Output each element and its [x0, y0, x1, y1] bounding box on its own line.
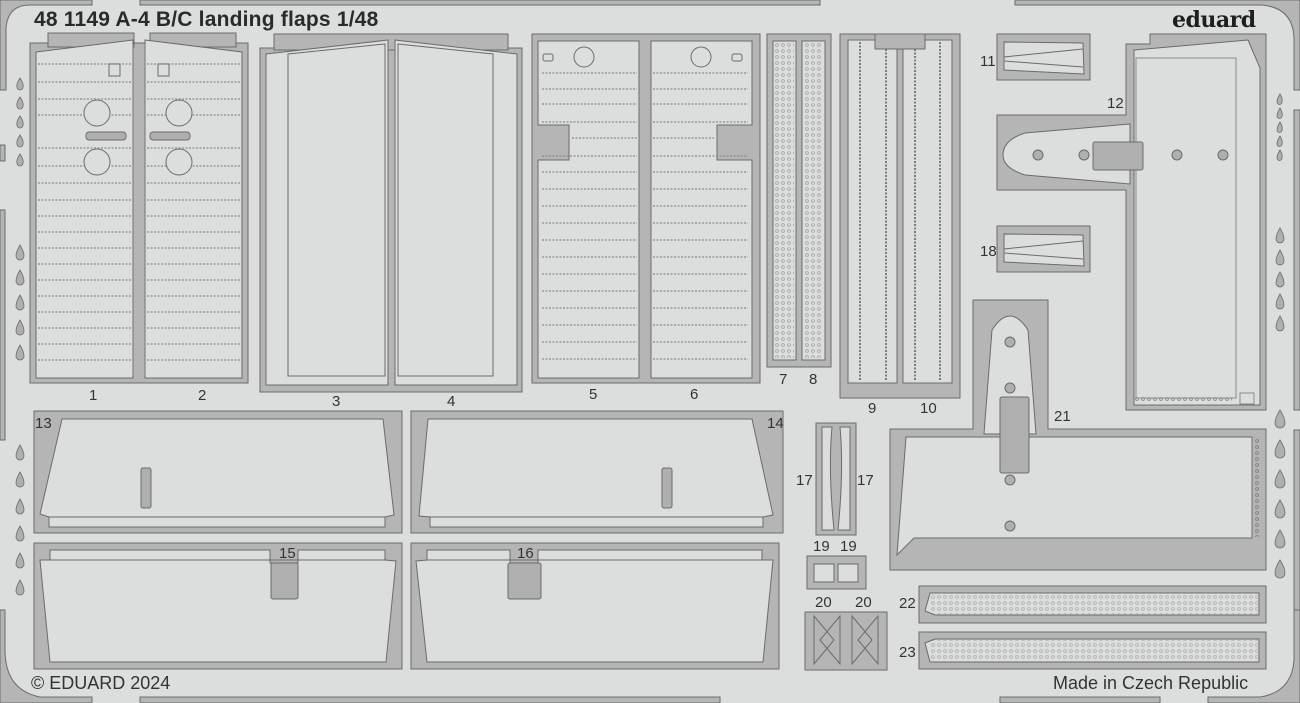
origin-text: Made in Czech Republic [1053, 673, 1249, 693]
part-label-20-right: 20 [855, 594, 872, 611]
part-label-13: 13 [35, 415, 52, 432]
part-19 [806, 555, 867, 590]
part-3-4 [259, 33, 523, 393]
part-label-17-right: 17 [857, 472, 874, 489]
sheet-title: 48 1149 A-4 B/C landing flaps 1/48 [34, 8, 379, 31]
part-label-9: 9 [868, 400, 877, 417]
part-label-15: 15 [279, 545, 296, 562]
part-label-22: 22 [899, 595, 916, 612]
part-label-14: 14 [767, 415, 784, 432]
part-label-12: 12 [1107, 95, 1124, 112]
part-20 [804, 611, 888, 671]
part-label-5: 5 [589, 386, 598, 403]
part-21 [889, 299, 1267, 571]
part-label-19-right: 19 [840, 538, 857, 555]
part-18 [996, 225, 1091, 273]
part-label-11: 11 [980, 53, 996, 70]
teardrop-holes [15, 77, 1286, 596]
part-13 [33, 410, 403, 534]
part-label-7: 7 [779, 371, 788, 388]
part-label-18: 18 [980, 243, 997, 260]
part-23 [918, 631, 1267, 670]
part-14 [410, 410, 784, 534]
part-11 [996, 33, 1091, 81]
part-label-3: 3 [332, 393, 341, 410]
part-label-4: 4 [447, 393, 456, 410]
part-label-6: 6 [690, 386, 699, 403]
part-15 [33, 542, 403, 670]
part-label-10: 10 [920, 400, 937, 417]
part-label-19-left: 19 [813, 538, 830, 555]
part-9-10 [839, 33, 961, 399]
part-label-17-left: 17 [796, 472, 813, 489]
part-label-1: 1 [89, 387, 98, 404]
part-5-6 [531, 33, 761, 384]
part-7-8 [766, 33, 832, 368]
part-16 [410, 542, 780, 670]
part-label-20-left: 20 [815, 594, 832, 611]
brand-logo: eduard [1172, 7, 1256, 33]
part-label-16: 16 [517, 545, 534, 562]
part-1-2 [29, 32, 249, 384]
part-label-23: 23 [899, 644, 916, 661]
copyright-text: © EDUARD 2024 [31, 673, 171, 693]
part-22 [918, 585, 1267, 624]
part-label-8: 8 [809, 371, 818, 388]
part-12 [996, 33, 1267, 411]
part-label-2: 2 [198, 387, 207, 404]
part-17 [815, 422, 857, 536]
part-label-21: 21 [1054, 408, 1071, 425]
